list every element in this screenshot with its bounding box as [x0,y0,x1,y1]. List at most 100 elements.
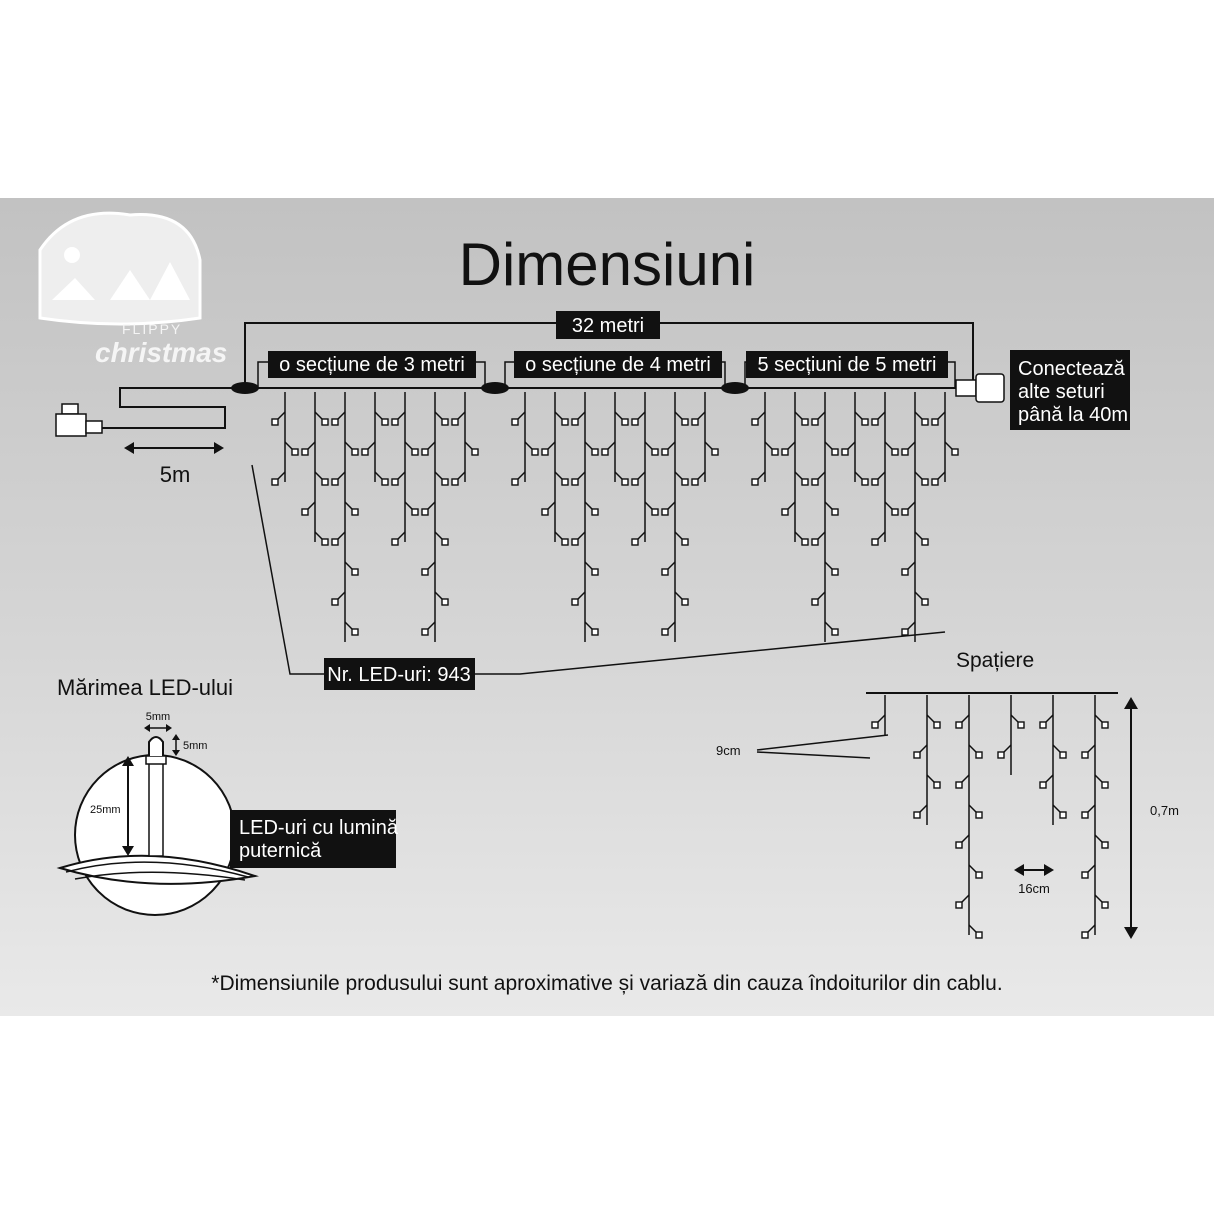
section-box-1 [268,351,476,378]
led-bulb-icon [931,478,939,486]
led-bulb-icon [351,568,359,576]
section-label-3: 5 secțiuni de 5 metri [758,354,937,376]
led-bulb-icon [861,418,869,426]
led-bulb-icon [441,598,449,606]
led-bulb-icon [421,568,429,576]
led-bulb-icon [955,781,963,789]
led-bulb-icon [711,448,719,456]
led-bulb-icon [951,448,959,456]
led-bulb-icon [1101,841,1109,849]
led-bulb-icon [321,538,329,546]
led-bulb-icon [921,478,929,486]
led-bulb-icon [661,568,669,576]
led-bulb-icon [531,448,539,456]
led-bulb-icon [801,538,809,546]
led-bulb-icon [691,418,699,426]
led-bulb-icon [921,538,929,546]
led-bulb-icon [271,478,279,486]
led-bulb-icon [421,628,429,636]
led-bulb-icon [933,781,941,789]
section-label-1: o secțiune de 3 metri [279,354,465,376]
led-bulb-icon [1039,721,1047,729]
led-bulb-icon [561,478,569,486]
led-bulb-icon [811,418,819,426]
led-bulb-icon [301,508,309,516]
led-note-line-2: puternică [239,840,322,862]
page-title: Dimensiuni [459,231,756,298]
led-bulb-icon [921,598,929,606]
led-bulb-icon [891,508,899,516]
vertical-spacing-label: 9cm [716,743,741,758]
led-height-arrow [122,756,134,856]
led-bulb-icon [681,418,689,426]
led-bulb-icon [441,538,449,546]
led-bulb-icon [901,568,909,576]
led-bulb-icon [411,508,419,516]
led-bulb-icon [681,538,689,546]
led-bulb-icon [975,931,983,939]
led-count-pointer-right [475,631,946,675]
led-size-title: Mărimea LED-ului [57,675,233,700]
led-bulb-icon [1081,931,1089,939]
led-bulb-icon [591,508,599,516]
led-bulb-icon [1081,751,1089,759]
led-bulb-icon [913,751,921,759]
led-bulb-icon [955,901,963,909]
brand-logo: FLIPPY christmas [38,211,227,368]
led-bulb-icon [1059,751,1067,759]
led-bulb-icon [541,508,549,516]
led-bulb-icon [391,418,399,426]
led-bulb-icon [391,478,399,486]
led-bulb-icon [781,448,789,456]
led-bulb-icon [1101,901,1109,909]
led-bulb-icon [901,448,909,456]
led-bulb-icon [421,448,429,456]
led-bulb-icon [331,538,339,546]
led-bulb-icon [651,448,659,456]
connect-note-line-1: Conectează [1018,358,1126,380]
section-label-2: o secțiune de 4 metri [525,354,711,376]
led-bulb-icon [751,478,759,486]
led-bulb-icon [831,568,839,576]
led-bulb-icon [421,508,429,516]
led-bulb-icon [661,448,669,456]
led-bulb-icon [541,448,549,456]
led-bulb-icon [811,598,819,606]
led-bulb-icon [811,478,819,486]
led-bulb-icon [411,448,419,456]
led-bulb-icon [831,628,839,636]
led-bulb-icon [621,478,629,486]
led-bulb-icon [801,478,809,486]
led-bulb-icon [691,478,699,486]
led-bulb-icon [681,478,689,486]
led-bulb-icon [681,598,689,606]
led-detail-circle [56,736,259,916]
led-bulb-icon [661,628,669,636]
led-bulb-icon [351,508,359,516]
led-count-box [324,658,475,690]
led-bulb-icon [661,508,669,516]
led-bulb-icon [1081,871,1089,879]
total-length-label: 32 metri [572,315,644,337]
led-bulb-icon [381,478,389,486]
led-bulb-icon [997,751,1005,759]
horizontal-spacing-arrow [1014,864,1054,876]
led-bulb-icon [621,418,629,426]
led-bulb-icon [331,478,339,486]
led-bulb-icon [931,418,939,426]
led-bulb-icon [511,418,519,426]
led-bulb-icon [631,418,639,426]
led-bulb-icon [1081,811,1089,819]
led-bulb-icon [571,478,579,486]
led-cap-label: 5mm [183,740,207,752]
power-plug-icon [55,403,103,437]
led-bulb-icon [391,538,399,546]
connector-icon [481,382,509,394]
led-count-pointer [251,464,324,675]
led-bulb-icon [751,418,759,426]
led-bulb-icon [871,418,879,426]
led-height-label: 25mm [90,804,121,816]
logo-brand-bottom: christmas [95,337,227,368]
led-note-line-1: LED-uri cu lumină [239,817,399,839]
lead-length-arrow [124,442,224,454]
